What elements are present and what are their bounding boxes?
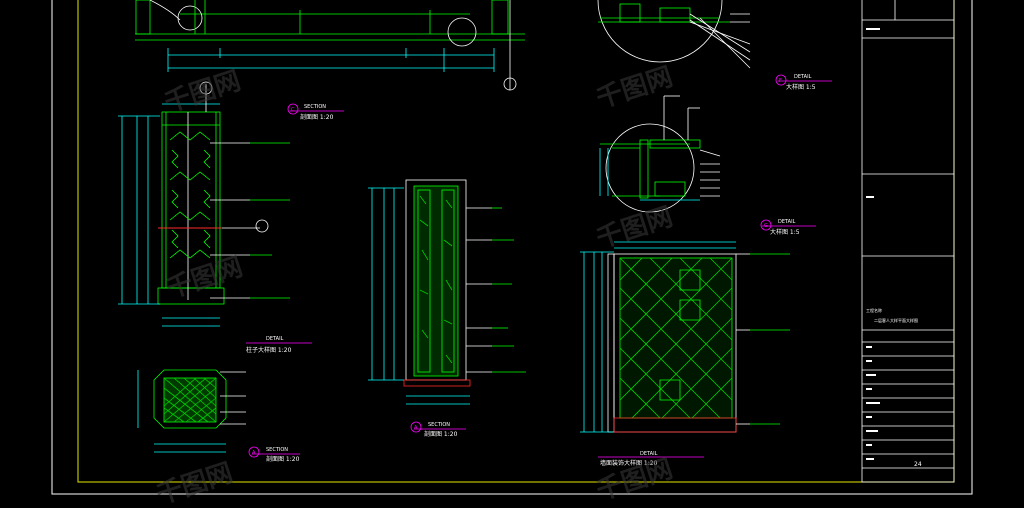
tag-title-a: SECTION — [428, 422, 450, 428]
tag-subtitle-f: 大样图 1:5 — [786, 83, 816, 91]
tag-code-a-small: A — [252, 450, 256, 456]
tag-marker-f — [775, 74, 787, 86]
watermark: 千图网 — [593, 202, 676, 255]
tag-marker-c — [287, 103, 299, 115]
title-block-sheet-number: 24 — [914, 461, 922, 468]
tag-subtitle-wall: 墙面装饰大样图 1:20 — [600, 459, 658, 467]
column-elevation-detail — [118, 81, 290, 327]
top-plan-detail — [135, 0, 525, 91]
watermark: 千图网 — [153, 458, 236, 508]
top-right-circle-detail — [597, 0, 751, 69]
title-block-drawing-name: 二层客人大样平面大样图 — [874, 317, 918, 323]
outer-frame — [51, 0, 973, 495]
tag-title-g: DETAIL — [778, 219, 796, 225]
wall-elevation-detail — [580, 241, 790, 433]
tag-subtitle-b: 柱子大样图 1:20 — [246, 346, 292, 354]
tag-marker-a-small — [248, 446, 260, 458]
tag-subtitle-g: 大样图 1:5 — [770, 228, 800, 236]
tag-title-wall: DETAIL — [640, 451, 658, 457]
tag-title-f: DETAIL — [794, 74, 812, 80]
tag-subtitle-a: 剖面图 1:20 — [424, 430, 458, 438]
title-block-project-label: 工程名称 — [866, 307, 882, 313]
tag-code-a: A — [414, 425, 418, 431]
tag-subtitle-a-small: 剖面图 1:20 — [266, 455, 300, 463]
tag-title-b: DETAIL — [266, 336, 284, 342]
title-block — [861, 0, 955, 483]
detail-tag-wall: DETAIL 墙面装饰大样图 1:20 — [598, 451, 704, 467]
tag-title-c: SECTION — [304, 104, 326, 110]
column-section-detail — [137, 369, 246, 453]
tag-marker-a — [410, 421, 422, 433]
detail-tag-b: DETAIL 柱子大样图 1:20 — [246, 336, 312, 354]
tag-title-a-small: SECTION — [266, 447, 288, 453]
tag-marker-g — [760, 219, 772, 231]
detail-tag-f: F DETAIL 大样图 1:5 — [775, 74, 832, 91]
tag-subtitle-c: 剖面图 1:20 — [300, 113, 334, 121]
title-block-small-text — [866, 28, 880, 460]
wall-section-detail — [368, 179, 526, 405]
detail-tag-a-small: A SECTION 剖面图 1:20 — [248, 446, 300, 463]
watermark: 千图网 — [163, 252, 246, 305]
detail-tag-a: A SECTION 剖面图 1:20 — [410, 421, 466, 438]
circle-detail-g — [599, 95, 721, 213]
watermark: 千图网 — [161, 66, 244, 119]
tag-code-c: C — [291, 107, 295, 113]
detail-tag-g: G DETAIL 大样图 1:5 — [760, 219, 816, 236]
detail-tag-c: C SECTION 剖面图 1:20 — [287, 103, 344, 121]
